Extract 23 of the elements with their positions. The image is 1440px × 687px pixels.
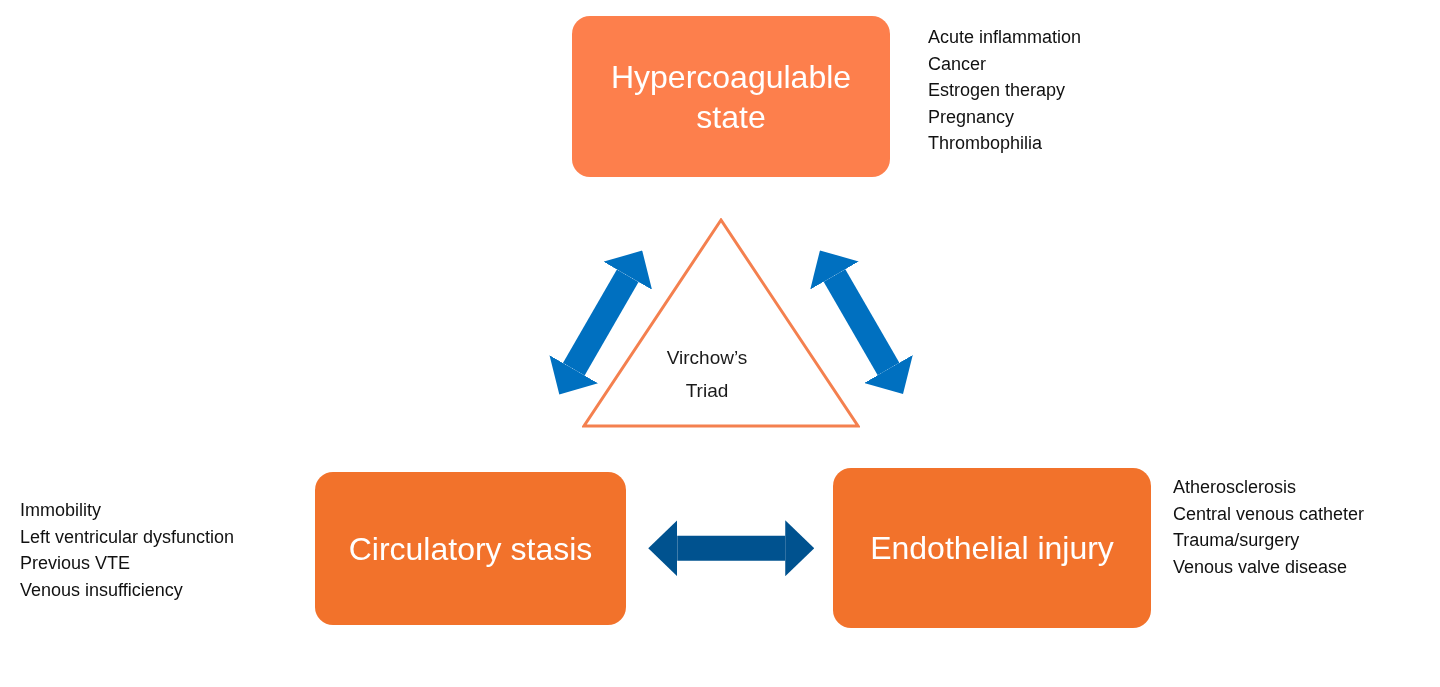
risk-factor-text: Left ventricular dysfunction xyxy=(20,525,235,549)
rounded-box xyxy=(315,472,626,625)
triangle-label: Virchow’s Triad xyxy=(665,346,749,403)
double-arrow xyxy=(810,250,913,395)
box-label: Endothelial injury xyxy=(870,529,1114,568)
double-arrow xyxy=(648,520,815,577)
risk-factor-text: Atherosclerosis xyxy=(1173,476,1298,499)
risk-factor-text: Acute inflammation xyxy=(928,26,1082,49)
risk-factor-text: Trauma/surgery xyxy=(1173,529,1301,552)
box-label: Circulatory stasis xyxy=(348,529,593,569)
risk-factor-text: Pregnancy xyxy=(928,105,1016,129)
risk-factor-text: Estrogen therapy xyxy=(928,79,1067,102)
risk-factor-text: Venous insufficiency xyxy=(20,578,184,602)
risk-factor-text: Previous VTE xyxy=(20,552,132,575)
double-arrow xyxy=(549,250,652,395)
risk-factor-text: Cancer xyxy=(928,52,988,76)
risk-factor-text: Immobility xyxy=(20,499,102,522)
rounded-box xyxy=(572,16,890,177)
rounded-box xyxy=(833,468,1151,628)
risk-factor-text: Thrombophilia xyxy=(928,132,1044,155)
risk-factor-text: Central venous catheter xyxy=(1173,502,1365,526)
box-label: Hypercoagulable state xyxy=(609,57,853,137)
risk-factor-text: Venous valve disease xyxy=(1173,555,1349,579)
